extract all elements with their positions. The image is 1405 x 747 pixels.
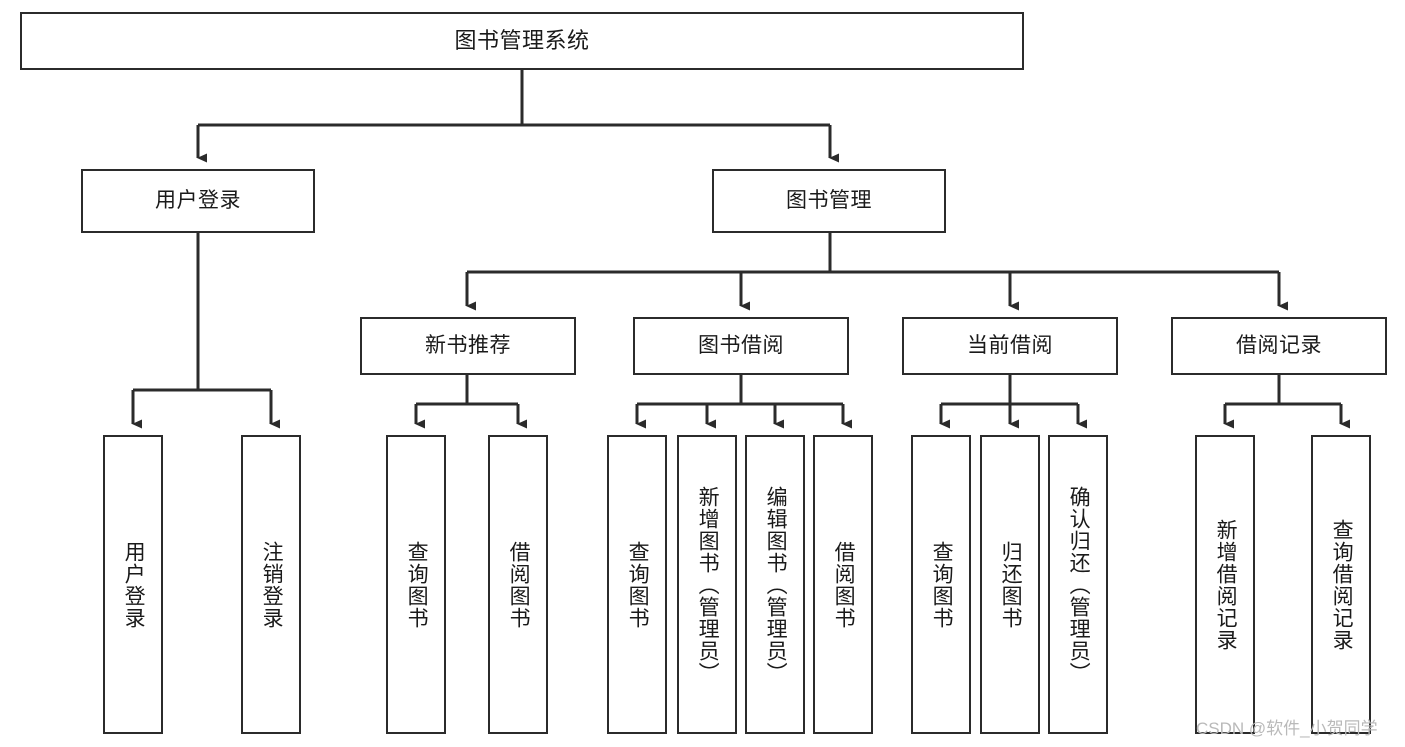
node-label: 借阅图书 bbox=[507, 540, 531, 629]
edges-root-to-level2 bbox=[196, 70, 839, 163]
node-root-system[interactable]: 图书管理系统 bbox=[20, 12, 1024, 70]
leaf-borrow-record-query[interactable]: 查询借阅记录 bbox=[1311, 435, 1371, 734]
leaf-new-book-query[interactable]: 查询图书 bbox=[386, 435, 446, 734]
node-label: 借阅记录 bbox=[1236, 333, 1322, 357]
node-label: 确认归还（管理员） bbox=[1067, 485, 1091, 684]
node-label: 查询图书 bbox=[405, 540, 429, 629]
leaf-current-borrow-confirm-return[interactable]: 确认归还（管理员） bbox=[1048, 435, 1108, 734]
node-label: 图书管理系统 bbox=[454, 28, 590, 54]
leaf-book-borrow-query[interactable]: 查询图书 bbox=[607, 435, 667, 734]
node-label: 归还图书 bbox=[999, 540, 1023, 629]
node-label: 图书管理 bbox=[786, 188, 872, 212]
edges-bookborrow-to-leaves bbox=[635, 375, 852, 429]
node-label: 当前借阅 bbox=[967, 333, 1053, 357]
node-label: 新书推荐 bbox=[425, 333, 511, 357]
node-label: 新增借阅记录 bbox=[1214, 518, 1238, 651]
edges-borrowrecord-to-leaves bbox=[1223, 375, 1350, 429]
leaf-new-book-borrow[interactable]: 借阅图书 bbox=[488, 435, 548, 734]
leaf-book-borrow-edit[interactable]: 编辑图书（管理员） bbox=[745, 435, 805, 734]
leaf-book-borrow-borrow[interactable]: 借阅图书 bbox=[813, 435, 873, 734]
node-label: 查询图书 bbox=[626, 540, 650, 629]
node-label: 新增图书（管理员） bbox=[696, 485, 720, 684]
node-label: 查询图书 bbox=[930, 540, 954, 629]
node-book-borrow[interactable]: 图书借阅 bbox=[633, 317, 849, 375]
leaf-user-login-logout[interactable]: 注销登录 bbox=[241, 435, 301, 734]
edges-newbook-to-leaves bbox=[414, 375, 527, 429]
node-borrow-record[interactable]: 借阅记录 bbox=[1171, 317, 1387, 375]
leaf-book-borrow-add[interactable]: 新增图书（管理员） bbox=[677, 435, 737, 734]
leaf-current-borrow-return[interactable]: 归还图书 bbox=[980, 435, 1040, 734]
node-book-management[interactable]: 图书管理 bbox=[712, 169, 946, 233]
node-label: 注销登录 bbox=[260, 540, 284, 629]
node-label: 借阅图书 bbox=[832, 540, 856, 629]
watermark-text: CSDN @软件_小贺同学 bbox=[1196, 719, 1378, 738]
leaf-borrow-record-add[interactable]: 新增借阅记录 bbox=[1195, 435, 1255, 734]
leaf-current-borrow-query[interactable]: 查询图书 bbox=[911, 435, 971, 734]
node-label: 用户登录 bbox=[122, 540, 146, 629]
node-label: 编辑图书（管理员） bbox=[764, 485, 788, 684]
node-current-borrow[interactable]: 当前借阅 bbox=[902, 317, 1118, 375]
edges-userlogin-to-leaves bbox=[131, 233, 280, 429]
edges-booklmgmt-to-level3 bbox=[465, 233, 1288, 311]
node-label: 用户登录 bbox=[155, 188, 241, 212]
edges-currentborrow-to-leaves bbox=[939, 375, 1087, 429]
node-user-login[interactable]: 用户登录 bbox=[81, 169, 315, 233]
node-label: 查询借阅记录 bbox=[1330, 518, 1354, 651]
node-new-book-recommend[interactable]: 新书推荐 bbox=[360, 317, 576, 375]
leaf-user-login-login[interactable]: 用户登录 bbox=[103, 435, 163, 734]
node-label: 图书借阅 bbox=[698, 333, 784, 357]
